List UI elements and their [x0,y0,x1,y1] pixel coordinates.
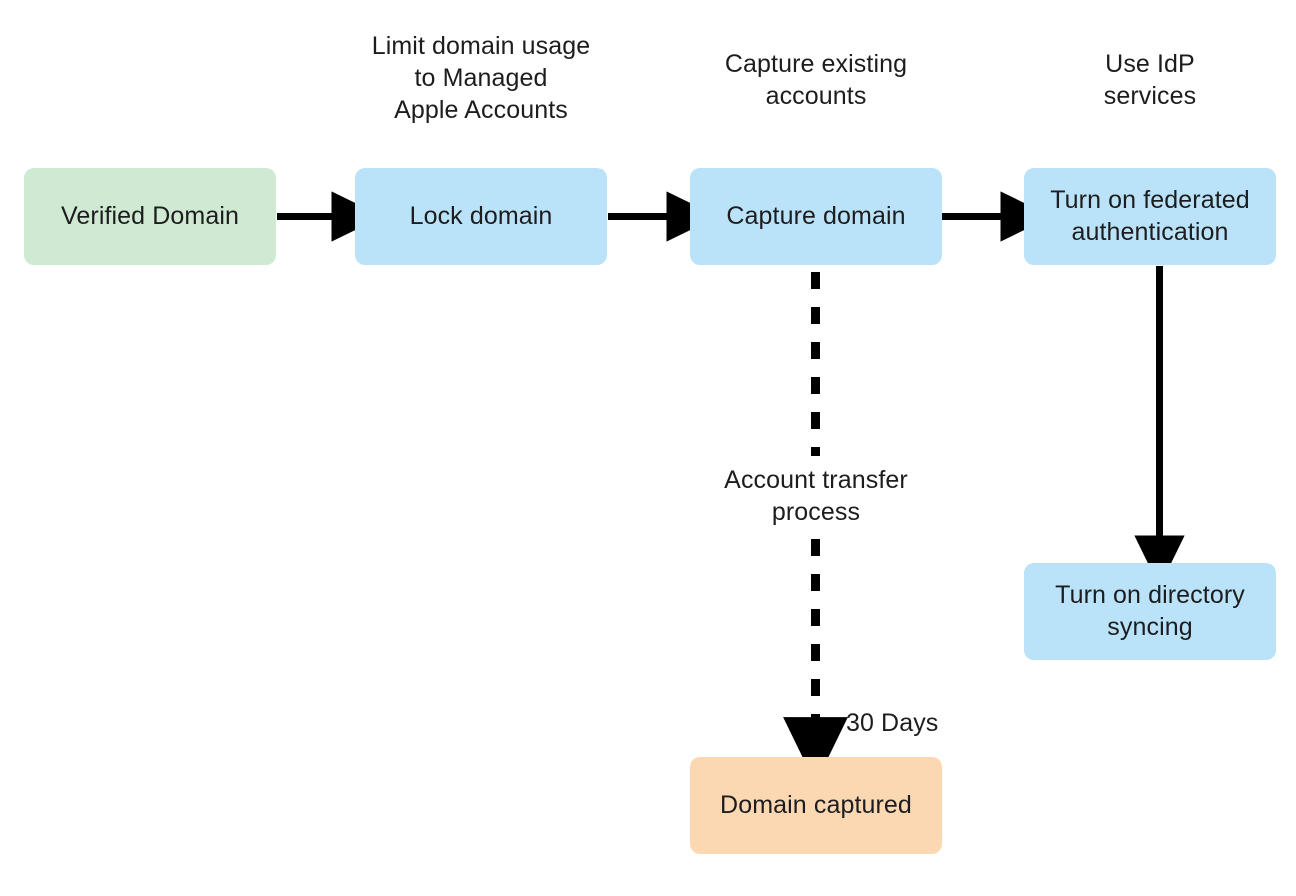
caption-capture-domain: Capture existing accounts [724,50,908,110]
node-directory-syncing[interactable]: Turn on directory syncing [1024,563,1276,660]
node-lock-domain-label: Lock domain [409,201,553,230]
edge-label-thirty-days: 30 Days [846,709,939,737]
node-lock-domain[interactable]: Lock domain [355,168,607,265]
edge-label-account-transfer-process: Account transfer process [724,466,908,526]
node-domain-captured[interactable]: Domain captured [690,757,942,854]
node-federated-auth[interactable]: Turn on federated authentication [1024,168,1276,265]
caption-lock-domain: Limit domain usage to Managed Apple Acco… [371,32,591,124]
caption-federated-auth: Use IdP services [1103,50,1197,110]
node-federated-auth-label: Turn on federated authentication [1050,186,1250,246]
node-verified-domain-label: Verified Domain [61,201,239,230]
node-verified-domain[interactable]: Verified Domain [24,168,276,265]
node-directory-syncing-label: Turn on directory syncing [1055,581,1245,641]
node-capture-domain-label: Capture domain [726,201,906,230]
node-domain-captured-label: Domain captured [720,790,912,819]
node-capture-domain[interactable]: Capture domain [690,168,942,265]
